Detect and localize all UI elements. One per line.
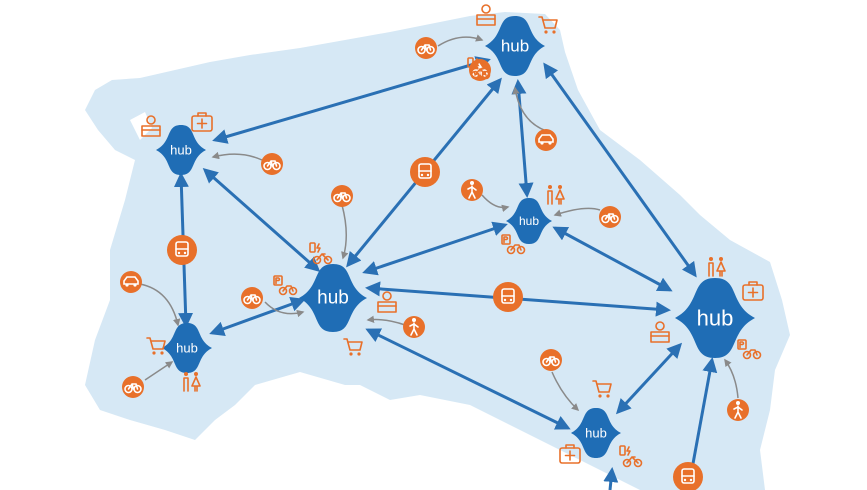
first-aid-kit-icon — [742, 281, 764, 301]
bus-icon — [167, 235, 197, 265]
hub-label: hub — [176, 341, 198, 356]
hub-south: hub — [571, 408, 621, 458]
feeder-car-southwest — [139, 283, 181, 327]
hub-east: hub — [675, 278, 755, 358]
hub-label: hub — [697, 306, 734, 331]
link-north-middle — [511, 79, 534, 198]
bike-icon — [599, 206, 621, 228]
feeder-connectors — [139, 34, 739, 412]
parcel-locker-icon — [377, 291, 397, 313]
feeder-bike-southwest — [144, 361, 174, 381]
bike-parking-icon — [501, 234, 526, 255]
feeder-bike-south — [551, 371, 580, 412]
hub-label: hub — [519, 214, 539, 228]
bike-icon — [540, 349, 562, 371]
feeder-bike-north — [437, 34, 484, 47]
bike-parking-icon — [737, 339, 762, 360]
bus-icon — [410, 157, 440, 187]
first-aid-kit-icon — [191, 112, 213, 132]
feeder-bike-central-left — [264, 301, 305, 318]
hub-shape — [162, 323, 212, 373]
pedestrian-icon — [461, 179, 483, 201]
bike-icon — [331, 185, 353, 207]
hub-southwest: hub — [162, 323, 212, 373]
toilets-icon — [708, 257, 726, 277]
hub-shape — [299, 264, 367, 332]
hub-shape — [485, 16, 545, 76]
feeder-bike-middle — [553, 207, 601, 217]
link-central-south — [365, 328, 571, 430]
hub-shape — [571, 408, 621, 458]
hub-shape — [506, 198, 552, 244]
hub-central: hub — [299, 264, 367, 332]
ebike-charging-icon — [619, 445, 643, 468]
parcel-locker-icon — [476, 4, 496, 26]
hub-west: hub — [156, 125, 206, 175]
bus-icon — [493, 282, 523, 312]
bike-icon — [261, 153, 283, 175]
pedestrian-icon — [403, 316, 425, 338]
hubs-layer: hub hub hub hub hub hub hub — [156, 16, 755, 458]
parcel-locker-icon — [650, 321, 670, 343]
hub-shape — [156, 125, 206, 175]
link-central-middle — [362, 221, 508, 276]
link-west-central — [202, 168, 321, 272]
ebike-charging-icon — [309, 242, 333, 265]
bike-parking-icon — [273, 275, 298, 296]
feeder-bike-central — [341, 204, 349, 260]
mobility-services — [120, 37, 749, 490]
hub-label: hub — [501, 37, 529, 56]
toilets-icon — [183, 372, 201, 392]
hub-label: hub — [585, 426, 607, 441]
bike-icon — [415, 37, 437, 59]
first-aid-kit-icon — [559, 444, 581, 464]
link-south-incoming — [603, 467, 619, 490]
link-central-southwest — [209, 297, 306, 336]
hub-facilities — [141, 4, 764, 468]
feeder-walk-middle — [481, 194, 510, 212]
parcel-locker-icon — [141, 115, 161, 137]
hub-shape — [675, 278, 755, 358]
shopping-cart-icon — [538, 16, 558, 34]
bike-icon — [122, 376, 144, 398]
pedestrian-icon — [727, 399, 749, 421]
feeder-bike-west — [211, 151, 263, 161]
feeder-walk-central — [366, 315, 406, 326]
link-east-incoming — [688, 357, 718, 481]
hub-north: hub — [485, 16, 545, 76]
toilets-icon — [547, 185, 565, 205]
link-middle-east — [552, 226, 673, 292]
feeder-walk-east — [724, 358, 739, 399]
shopping-cart-icon — [146, 337, 166, 355]
bike-icon — [241, 287, 263, 309]
shopping-cart-icon — [592, 380, 612, 398]
car-icon — [120, 271, 142, 293]
hub-middle-east: hub — [506, 198, 552, 244]
shopping-cart-icon — [343, 338, 363, 356]
link-east-south — [615, 342, 683, 415]
hub-label: hub — [317, 288, 349, 309]
car-icon — [535, 129, 557, 151]
hub-label: hub — [170, 143, 192, 158]
bus-icon — [673, 462, 703, 490]
feeder-car-north — [512, 86, 545, 131]
ebike-charging-icon — [467, 57, 491, 80]
